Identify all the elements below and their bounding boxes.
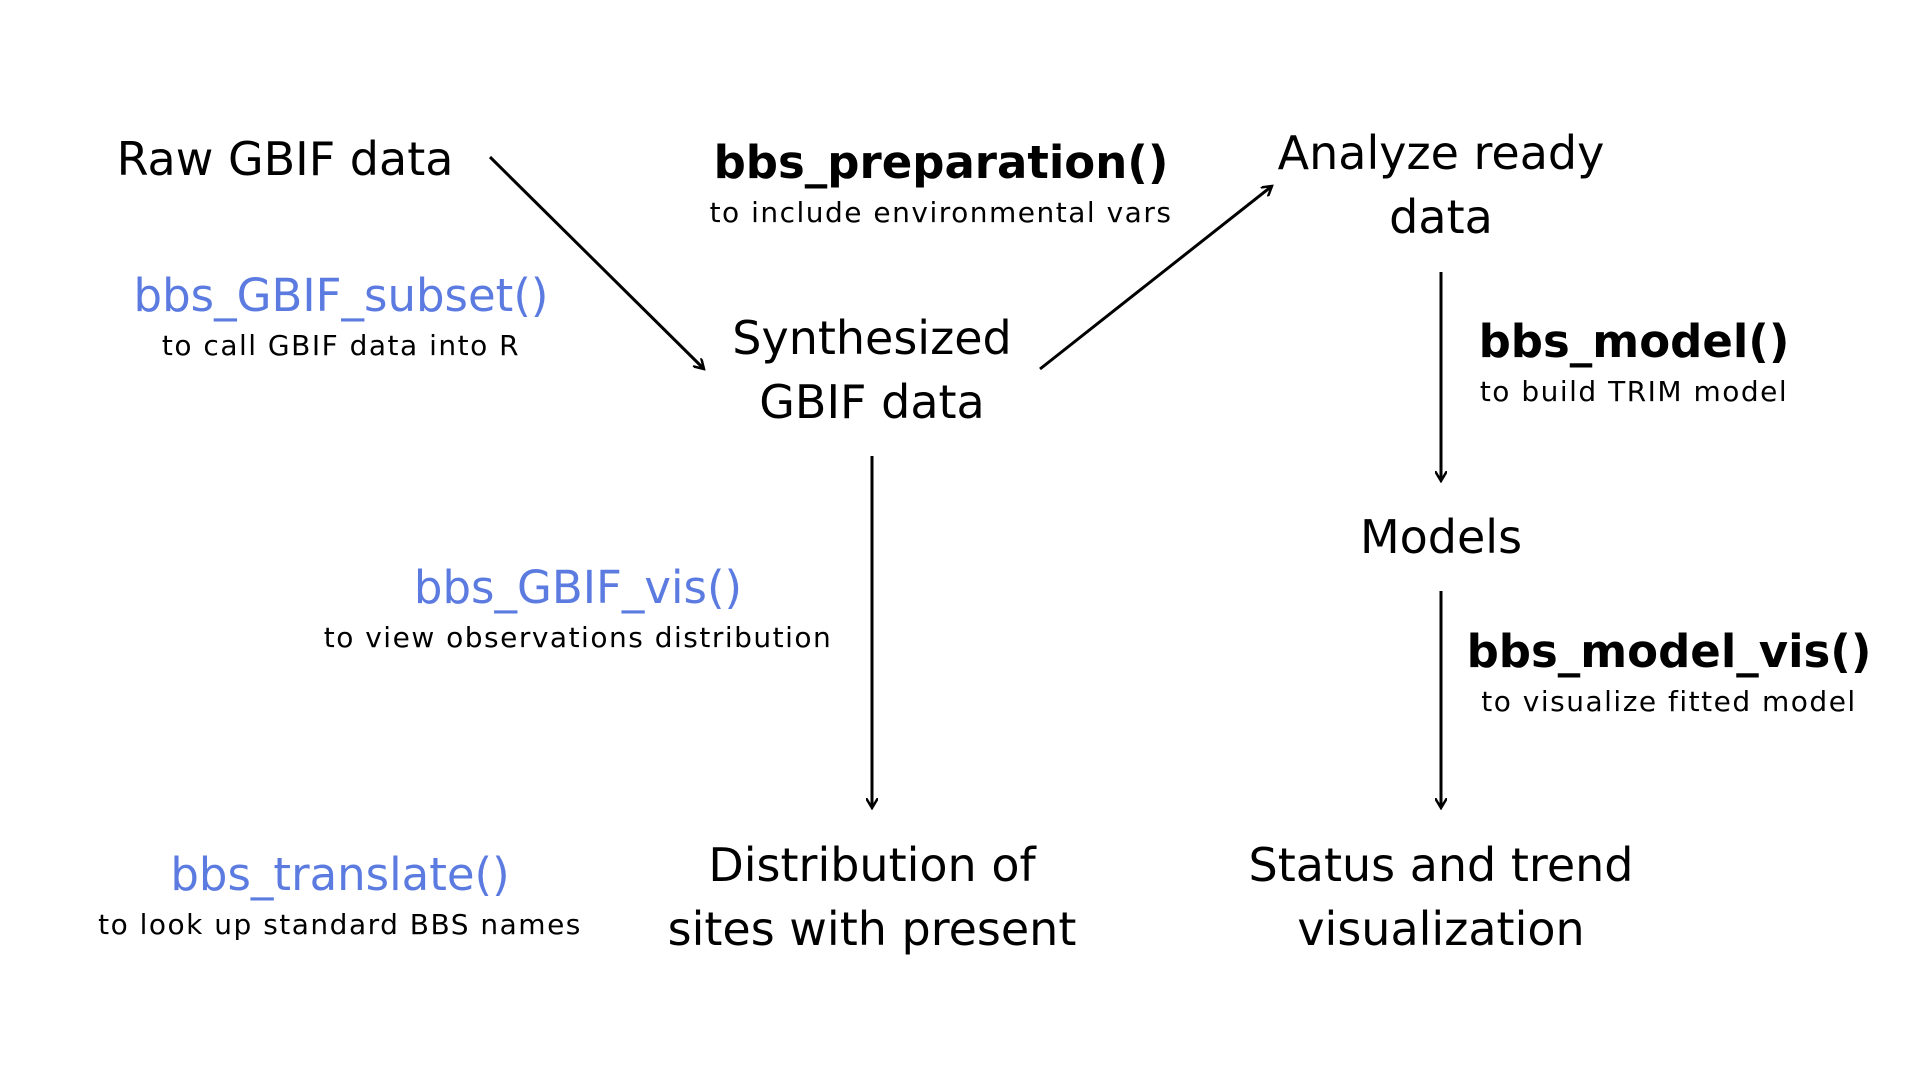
fn-preparation-desc: to include environmental vars [709,196,1173,229]
node-analyze-ready: Analyze ready data [1278,121,1605,249]
node-distribution-line-2: sites with present [667,902,1077,956]
node-distribution-line-1: Distribution of [708,838,1036,892]
fn-model-vis-desc: to visualize fitted model [1481,685,1857,718]
fn-gbif-subset-desc: to call GBIF data into R [161,329,521,362]
fn-translate: bbs_translate() to look up standard BBS … [98,847,582,947]
node-synthesized: Synthesized GBIF data [732,306,1011,434]
fn-model-vis-name: bbs_model_vis() [1466,625,1872,678]
fn-translate-desc: to look up standard BBS names [98,908,582,941]
fn-model-name: bbs_model() [1478,315,1790,368]
node-analyze-ready-line-1: Analyze ready [1277,126,1605,180]
fn-gbif-vis: bbs_GBIF_vis() to view observations dist… [324,560,833,660]
fn-preparation: bbs_preparation() to include environment… [710,135,1173,235]
fn-model: bbs_model() to build TRIM model [1479,314,1790,414]
arrow-raw-to-synthesized [488,155,704,369]
node-status-trend: Status and trend visualization [1249,833,1634,961]
node-status-trend-line-2: visualization [1297,902,1585,956]
fn-preparation-name: bbs_preparation() [713,136,1169,189]
node-synthesized-line-2: GBIF data [759,375,985,429]
node-synthesized-line-1: Synthesized [732,311,1012,365]
fn-gbif-vis-desc: to view observations distribution [323,621,833,654]
node-distribution: Distribution of sites with present [668,833,1077,961]
fn-gbif-vis-name: bbs_GBIF_vis() [413,561,743,614]
fn-gbif-subset: bbs_GBIF_subset() to call GBIF data into… [134,268,549,368]
fn-model-vis: bbs_model_vis() to visualize fitted mode… [1467,624,1872,724]
node-models: Models [1360,505,1522,569]
node-raw-gbif-label: Raw GBIF data [116,132,454,186]
node-models-label: Models [1359,510,1523,564]
node-analyze-ready-line-2: data [1389,190,1493,244]
arrow-synthesized-to-analyze [1039,186,1272,371]
node-status-trend-line-1: Status and trend [1248,838,1634,892]
fn-gbif-subset-name: bbs_GBIF_subset() [133,269,549,322]
fn-translate-name: bbs_translate() [170,848,510,901]
fn-model-desc: to build TRIM model [1479,375,1789,408]
node-raw-gbif: Raw GBIF data [117,127,454,191]
